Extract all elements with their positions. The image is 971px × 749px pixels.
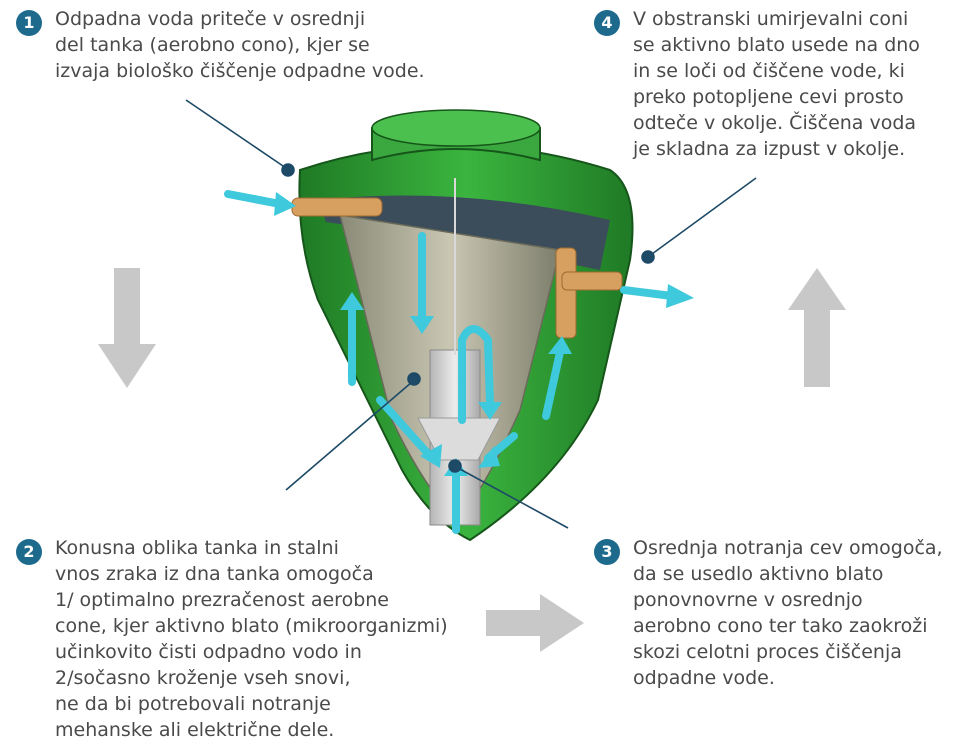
- step-number-badge: 4: [594, 10, 620, 36]
- step-number-badge: 2: [16, 539, 42, 565]
- text-line: je skladna za izpust v okolje.: [633, 138, 906, 160]
- text-line: V obstranski umirjevalni coni: [633, 8, 909, 30]
- text-line: preko potopljene cevi prosto: [633, 86, 904, 108]
- text-line: ponovnovrne v osrednjo: [633, 589, 863, 611]
- text-line: izvaja biološko čiščenje odpadne vode.: [55, 60, 425, 82]
- arrow-right-icon: [486, 594, 584, 652]
- step-description: Osrednja notranja cev omogoča, da se use…: [633, 535, 943, 691]
- step-description: V obstranski umirjevalni coni se aktivno…: [633, 6, 920, 162]
- text-line: učinkovito čisti odpadno vodo in: [55, 641, 362, 663]
- leader-lines: [185, 99, 757, 529]
- text-line: Odpadna voda priteče v osrednji: [55, 8, 366, 30]
- text-line: vnos zraka iz dna tanka omogoča: [55, 563, 374, 585]
- step-number-badge: 1: [16, 10, 42, 36]
- step-description: Konusna oblika tanka in stalni vnos zrak…: [55, 535, 448, 743]
- text-line: skozi celotni proces čiščenja: [633, 641, 902, 663]
- step-number-badge: 3: [594, 539, 620, 565]
- text-line: da se usedlo aktivno blato: [633, 563, 884, 585]
- text-line: Konusna oblika tanka in stalni: [55, 537, 339, 559]
- arrow-down-icon: [98, 268, 156, 388]
- arrow-up-icon: [788, 268, 846, 387]
- text-line: odpadne vode.: [633, 667, 775, 689]
- step-description: Odpadna voda priteče v osrednji del tank…: [55, 6, 425, 84]
- text-line: aerobno cono ter tako zaokroži: [633, 615, 928, 637]
- text-line: mehanske ali električne dele.: [55, 719, 335, 741]
- text-line: odteče v okolje. Čiščena voda: [633, 112, 917, 134]
- text-line: del tanka (aerobno cono), kjer se: [55, 34, 370, 56]
- text-line: cone, kjer aktivno blato (mikroorganizmi…: [55, 615, 448, 637]
- text-line: ne da bi potrebovali notranje: [55, 693, 331, 715]
- text-line: se aktivno blato usede na dno: [633, 34, 920, 56]
- text-line: in se loči od čiščene vode, ki: [633, 60, 905, 82]
- septic-tank-illustration: [224, 109, 694, 542]
- text-line: Osrednja notranja cev omogoča,: [633, 537, 943, 559]
- text-line: 2/sočasno kroženje vseh snovi,: [55, 667, 351, 689]
- text-line: 1/ optimalno prezračenost aerobne: [55, 589, 389, 611]
